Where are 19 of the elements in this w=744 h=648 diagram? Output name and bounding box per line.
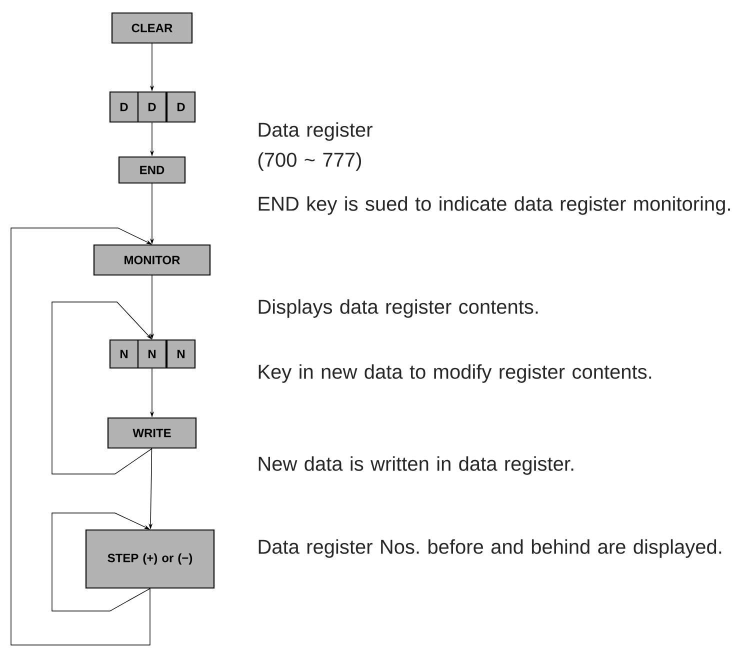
key-box: MONITOR	[93, 244, 211, 276]
key-box: WRITE	[107, 417, 197, 449]
key-box: CLEAR	[111, 12, 193, 44]
note-text: END key is sued to indicate data register monitoring.	[258, 196, 730, 215]
note-text: Data register Nos. before and behind are displayed.	[258, 539, 722, 558]
note-text: New data is written in data register.	[258, 456, 574, 475]
key-box: N	[109, 339, 139, 369]
note-text: Key in new data to modify register contents.	[258, 364, 652, 383]
key-box: N	[137, 339, 167, 369]
key-box: END	[118, 156, 186, 184]
arrow	[52, 512, 150, 612]
key-box: D	[166, 91, 196, 123]
key-box: N	[166, 339, 196, 369]
key-box: D	[137, 91, 167, 123]
note-text: Data register (700 ~ 777)	[258, 122, 372, 171]
key-box: STEP (+) or (−)	[85, 529, 215, 589]
key-box: D	[109, 91, 139, 123]
note-text: Displays data register contents.	[258, 299, 538, 318]
arrow	[52, 302, 152, 474]
